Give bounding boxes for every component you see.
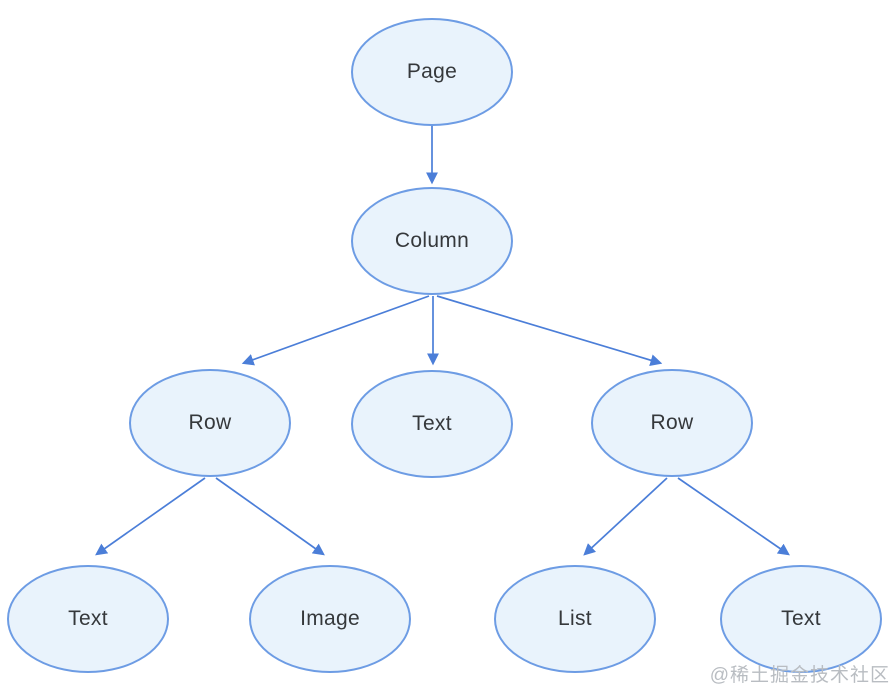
node-row-left-label: Row xyxy=(188,411,232,434)
node-page: Page xyxy=(351,18,513,126)
node-row-right-label: Row xyxy=(650,411,694,434)
node-text-middle: Text xyxy=(351,370,513,478)
node-row-right: Row xyxy=(591,369,753,477)
node-column: Column xyxy=(351,187,513,295)
node-image-label: Image xyxy=(300,607,360,630)
node-column-label: Column xyxy=(394,229,470,252)
edge-row-right-text xyxy=(677,477,790,556)
edge-column-row-left xyxy=(241,295,430,366)
node-text-bottom-left-label: Text xyxy=(68,607,108,630)
node-page-label: Page xyxy=(406,60,458,83)
node-text-bottom-right-label: Text xyxy=(781,607,821,630)
edge-row-left-text xyxy=(95,477,206,556)
node-row-left: Row xyxy=(129,369,291,477)
edge-row-right-list xyxy=(583,477,668,556)
node-list: List xyxy=(494,565,656,673)
watermark: @稀土掘金技术社区 xyxy=(709,665,890,686)
node-image: Image xyxy=(249,565,411,673)
node-text-middle-label: Text xyxy=(412,412,452,435)
edge-row-left-image xyxy=(215,477,325,556)
node-text-bottom-left: Text xyxy=(7,565,169,673)
edge-column-row-right xyxy=(436,295,663,366)
node-text-bottom-right: Text xyxy=(720,565,882,673)
node-list-label: List xyxy=(558,607,592,630)
